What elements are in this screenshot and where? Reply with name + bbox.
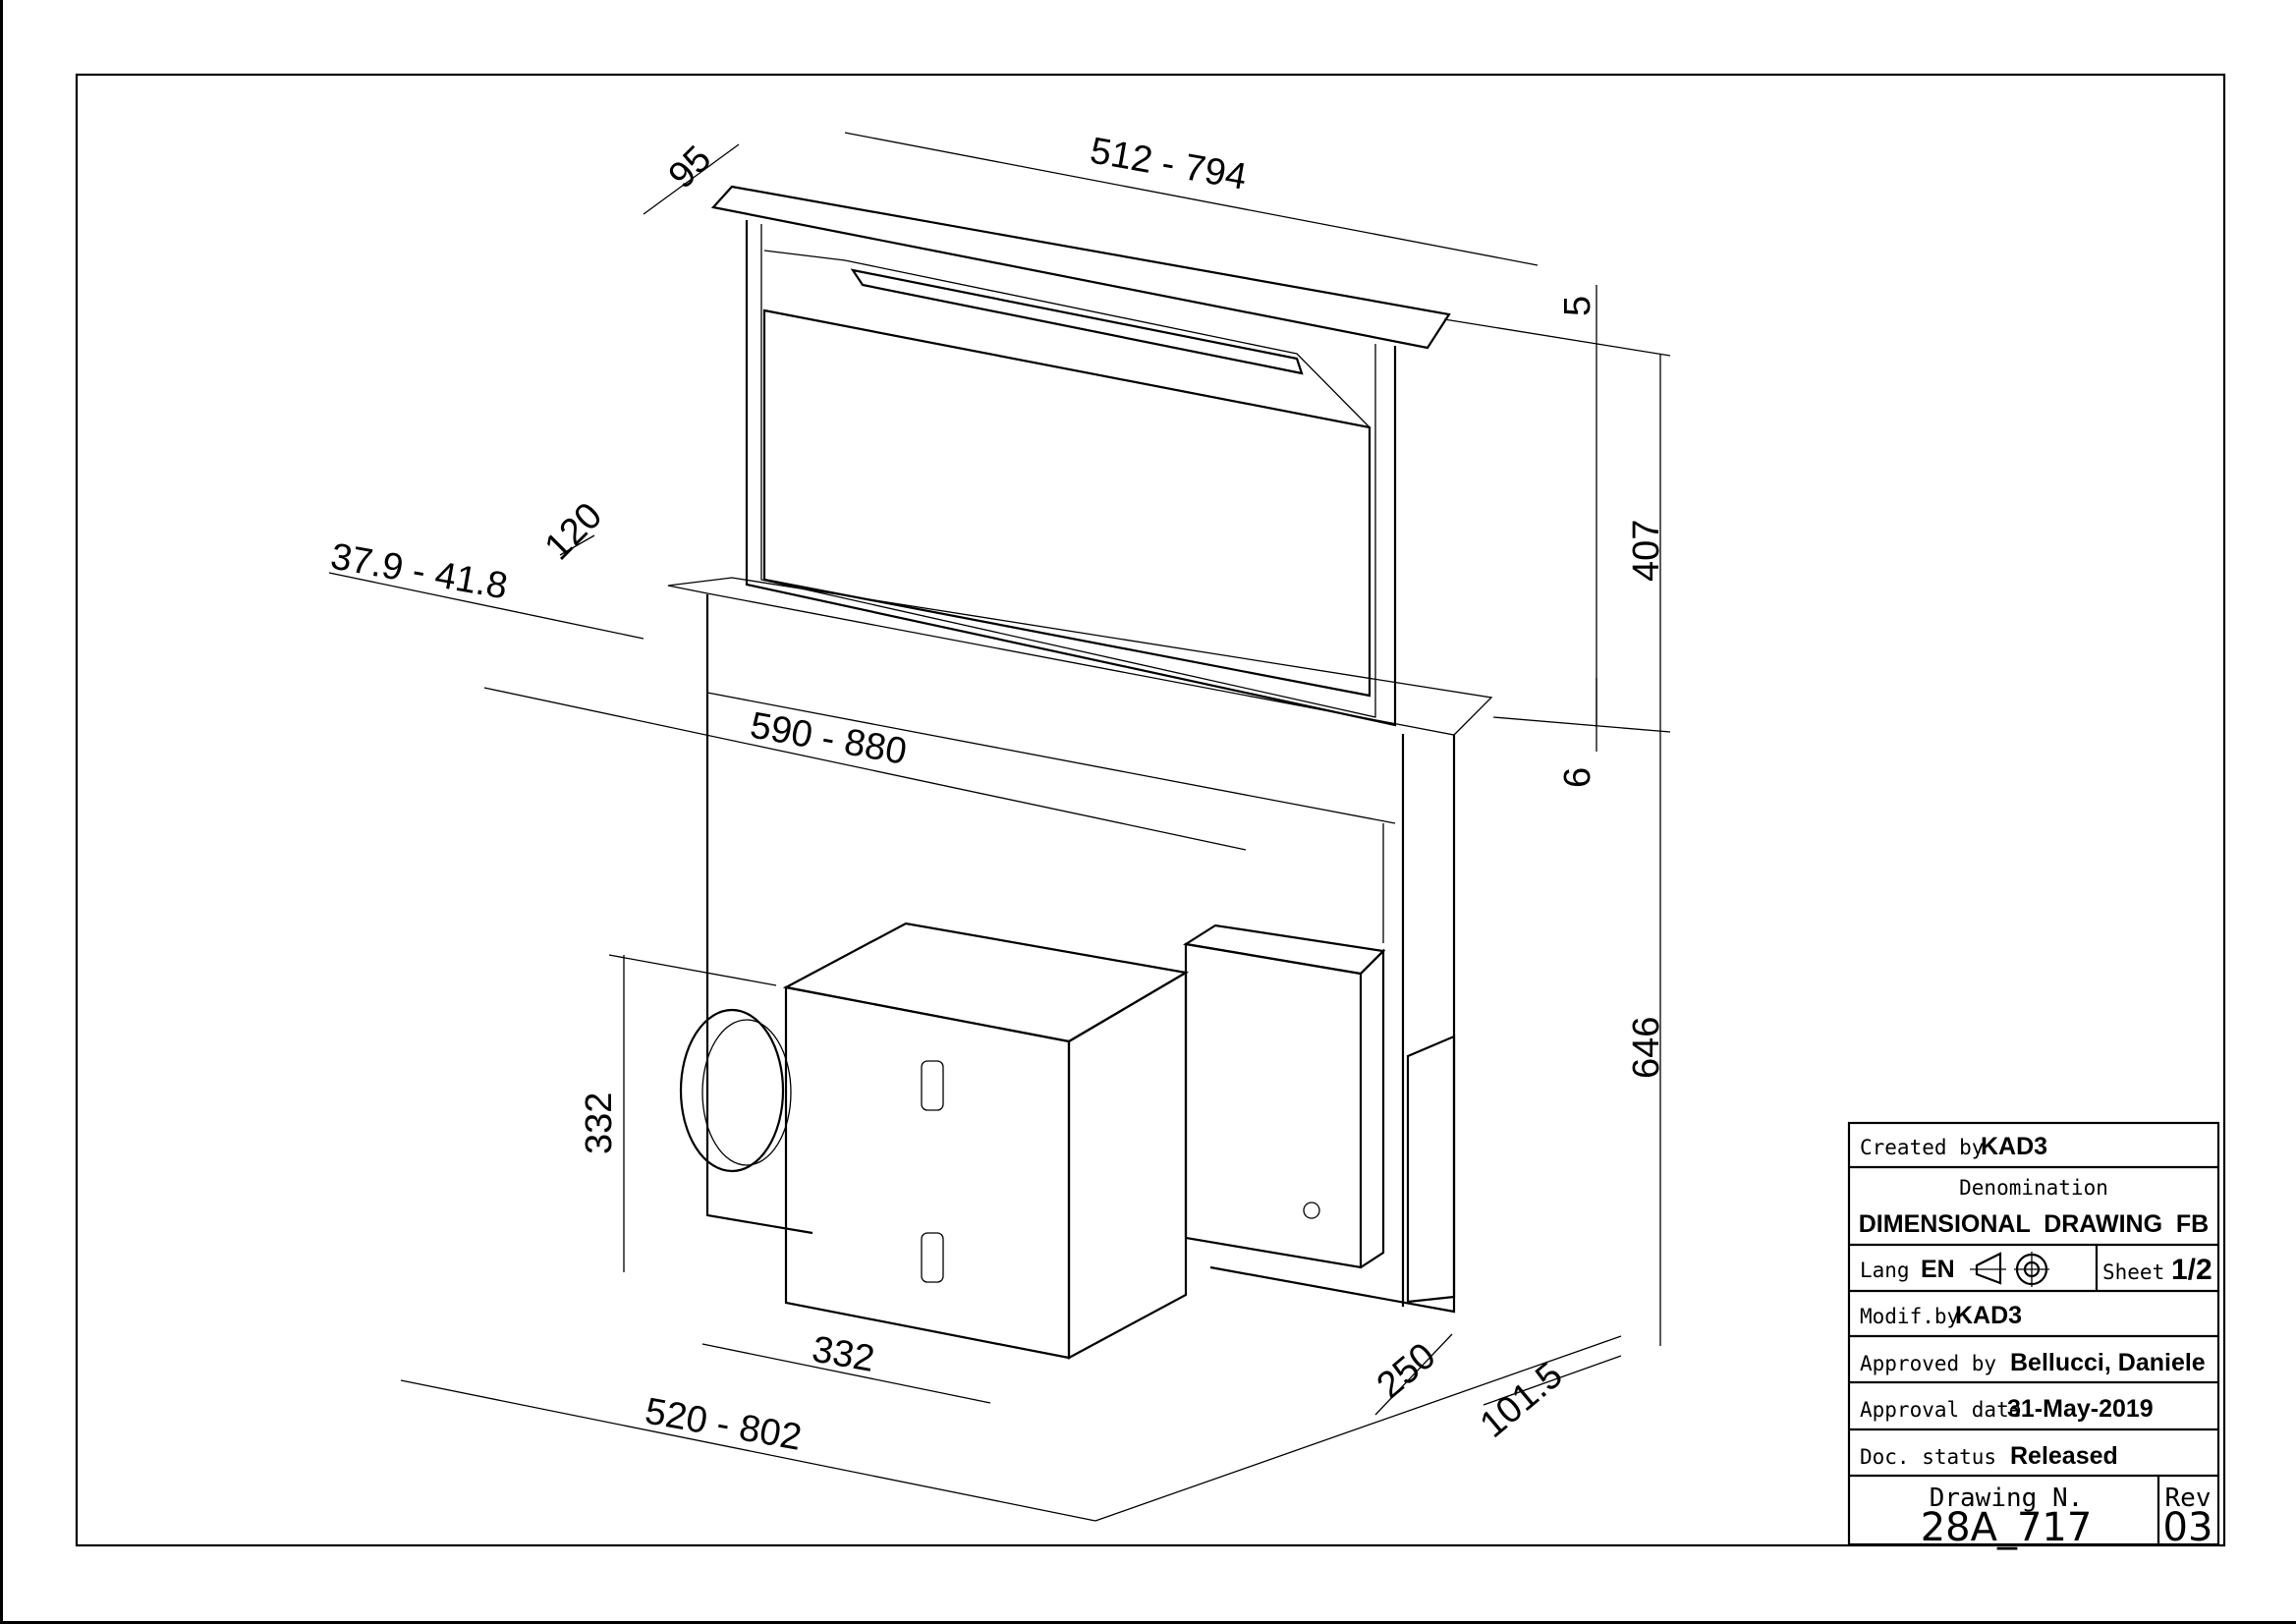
- approval-date-label: Approval date: [1860, 1398, 2021, 1422]
- modif-by-label: Modif.by: [1860, 1305, 1959, 1328]
- glass-frame: [745, 220, 1397, 727]
- doc-status-label: Doc. status: [1860, 1445, 1996, 1469]
- light-strip: [850, 268, 1304, 375]
- lang-label: Lang: [1860, 1259, 1910, 1282]
- dim-gap-height: 6: [1557, 767, 1598, 788]
- sheet-edge-left: [0, 0, 3, 1624]
- motor-box: [784, 985, 1071, 1360]
- connector: [921, 1232, 944, 1283]
- dimension-labels: 95 512 - 794 5 407 6 646 120 37.9 - 41.8…: [327, 131, 1667, 1459]
- dim-rise-height: 407: [1626, 520, 1667, 582]
- created-by-label: Created by: [1860, 1136, 1984, 1159]
- dim-total-width: 520 - 802: [642, 1391, 804, 1459]
- projection-symbol-icon: [1970, 1252, 2049, 1287]
- title-block: Created by KAD3 Denomination DIMENSIONAL…: [1847, 1121, 2220, 1550]
- dim-cap-height: 5: [1557, 296, 1598, 316]
- doc-status-value: Released: [2010, 1442, 2118, 1470]
- sheet-value: 1/2: [2171, 1254, 2212, 1286]
- dim-motor-width: 332: [809, 1329, 877, 1380]
- approved-by-value: Bellucci, Daniele: [2010, 1349, 2206, 1376]
- drawing-number-value: 28A_717: [1921, 1505, 2093, 1550]
- dim-offset-depth: 101.5: [1473, 1355, 1571, 1446]
- dim-body-height: 646: [1626, 1017, 1667, 1079]
- electrical-box: [1184, 942, 1363, 1269]
- fan-outlet: [679, 1008, 785, 1173]
- dim-motor-depth: 250: [1370, 1335, 1444, 1407]
- drawing-number-label: Drawing N.: [1930, 1484, 2084, 1513]
- dimension-lines: [328, 132, 1671, 1522]
- rev-value: 03: [2163, 1505, 2213, 1550]
- approval-date-value: 31-May-2019: [2007, 1395, 2154, 1423]
- hood-drawing: [667, 185, 1493, 1360]
- dim-motor-height: 332: [579, 1092, 620, 1154]
- sheet-label: Sheet: [2102, 1260, 2164, 1284]
- rev-label: Rev: [2165, 1484, 2212, 1513]
- dim-worktop-thickness: 37.9 - 41.8: [327, 536, 510, 608]
- modif-by-value: KAD3: [1955, 1302, 2022, 1329]
- drawing-frame: [75, 73, 2226, 1547]
- connector: [921, 1060, 944, 1111]
- dim-cap-width: 512 - 794: [1087, 131, 1249, 198]
- denomination-value: DIMENSIONAL DRAWING FB: [1859, 1210, 2209, 1238]
- top-cap: [710, 185, 1451, 350]
- glass-panel: [762, 308, 1372, 698]
- dim-cap-depth: 95: [661, 139, 720, 197]
- denomination-label: Denomination: [1959, 1176, 2108, 1200]
- dim-cutout-depth: 120: [537, 495, 611, 569]
- lang-value: EN: [1921, 1256, 1955, 1283]
- approved-by-label: Approved by: [1860, 1352, 1996, 1375]
- sheet-edge-bottom: [0, 1621, 2296, 1624]
- created-by-value: KAD3: [1981, 1133, 2047, 1160]
